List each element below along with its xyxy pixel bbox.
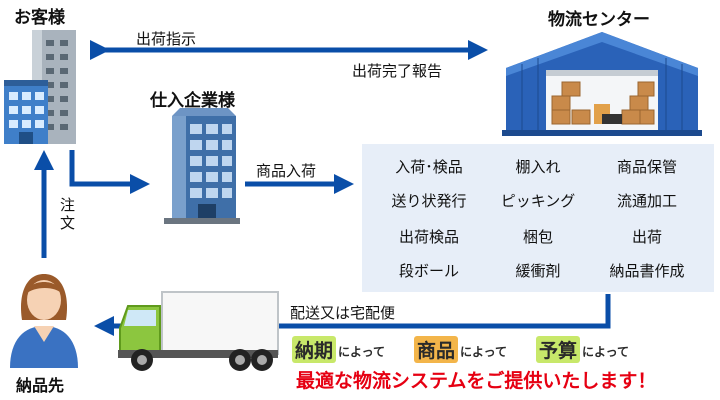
service-item: 納品書作成 <box>609 262 685 280</box>
tagline-word-product: 商品 <box>414 336 459 363</box>
tagline-banner: 最適な物流システムをご提供いたします！ <box>296 370 657 392</box>
service-item: 入荷･検品 <box>395 158 463 176</box>
service-item: 段ボール <box>398 262 459 280</box>
tagline-word-budget: 予算 <box>536 336 581 363</box>
goods-arrival-label: 商品入荷 <box>256 162 317 180</box>
tagline-word-delivery-date: 納期 <box>292 336 337 363</box>
delivery-truck-icon <box>118 291 279 371</box>
warehouse-icon <box>502 32 702 136</box>
tagline-connector: によって <box>460 345 508 359</box>
tagline-connector: によって <box>582 345 630 359</box>
supplier-building-icon <box>164 108 240 224</box>
delivery-method-label: 配送又は宅配便 <box>290 304 396 322</box>
tagline-connector: によって <box>338 345 386 359</box>
service-item: 出荷 <box>631 228 662 246</box>
service-item: ピッキング <box>500 192 576 210</box>
service-item: 棚入れ <box>515 158 561 176</box>
person-icon <box>10 274 78 368</box>
services-box: 入荷･検品 棚入れ 商品保管 送り状発行 ピッキング 流通加工 出荷検品 梱包 … <box>362 144 714 292</box>
order-label: 注文 <box>60 196 76 232</box>
service-item: 出荷検品 <box>398 228 459 246</box>
service-item: 流通加工 <box>616 192 677 210</box>
logistics-center-label: 物流センター <box>548 10 650 30</box>
shipping-instruction-label: 出荷指示 <box>136 30 197 48</box>
delivery-destination-label: 納品先 <box>16 376 65 395</box>
customer-label: お客様 <box>14 8 65 28</box>
supplier-label: 仕入企業様 <box>150 91 235 111</box>
customer-building-icon <box>4 30 76 144</box>
shipping-complete-report-label: 出荷完了報告 <box>352 62 443 80</box>
service-item: 商品保管 <box>616 158 677 176</box>
service-item: 送り状発行 <box>391 192 467 210</box>
service-item: 緩衝剤 <box>515 262 561 280</box>
arrow-customer-supplier <box>69 150 150 194</box>
service-item: 梱包 <box>522 228 553 246</box>
